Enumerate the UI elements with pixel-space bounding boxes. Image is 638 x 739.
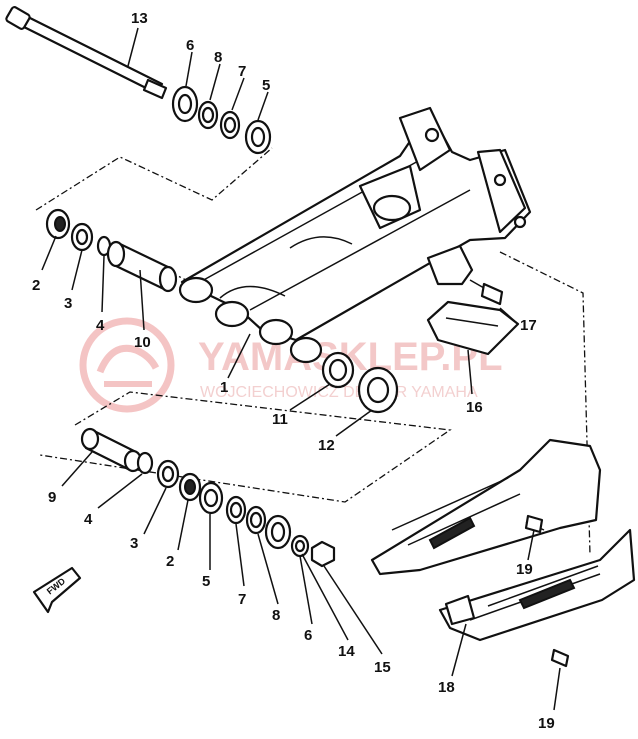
callout-17: 17 <box>520 317 537 334</box>
callout-labels: 13 6 8 7 5 2 3 4 10 1 11 12 16 17 9 4 3 … <box>32 10 555 732</box>
pivot-collars <box>321 351 399 414</box>
upper-dashed-group <box>35 147 273 211</box>
callout-3b: 3 <box>130 535 138 552</box>
fwd-arrow-icon: FWD <box>32 566 82 614</box>
callout-2: 2 <box>32 277 40 294</box>
callout-5b: 5 <box>202 573 210 590</box>
callout-2b: 2 <box>166 553 174 570</box>
dealer-logo-icon <box>79 317 175 413</box>
callout-10: 10 <box>134 334 151 351</box>
callout-7: 7 <box>238 63 246 80</box>
callout-18: 18 <box>438 679 455 696</box>
callout-4: 4 <box>96 317 105 334</box>
callout-14: 14 <box>338 643 355 660</box>
callout-13: 13 <box>131 10 148 27</box>
watermark-subtitle: WOJCIECHOWICZ DEALER YAMAHA <box>200 384 478 401</box>
callout-8: 8 <box>214 49 222 66</box>
callout-16: 16 <box>466 399 483 416</box>
swing-arm <box>178 106 532 364</box>
lower-dashed-group <box>39 391 452 503</box>
callout-4b: 4 <box>84 511 93 528</box>
callout-19b: 19 <box>538 715 555 732</box>
step-dashed-line <box>499 251 591 556</box>
callout-9: 9 <box>48 489 56 506</box>
callout-6: 6 <box>186 37 194 54</box>
callout-8b: 8 <box>272 607 280 624</box>
callout-7b: 7 <box>238 591 246 608</box>
callout-3: 3 <box>64 295 72 312</box>
callout-11: 11 <box>272 411 288 428</box>
callout-19a: 19 <box>516 561 533 578</box>
upper-seal-stack <box>171 85 272 155</box>
callout-6b: 6 <box>304 627 312 644</box>
lower-bushing-stack <box>80 427 336 568</box>
left-bushing-stack <box>45 208 178 293</box>
callout-5: 5 <box>262 77 270 94</box>
leader-lines <box>41 27 561 711</box>
callout-1: 1 <box>220 379 228 396</box>
callout-12: 12 <box>318 437 335 454</box>
footrest-assembly <box>370 438 636 668</box>
callout-15: 15 <box>374 659 391 676</box>
pivot-shaft <box>5 6 168 100</box>
